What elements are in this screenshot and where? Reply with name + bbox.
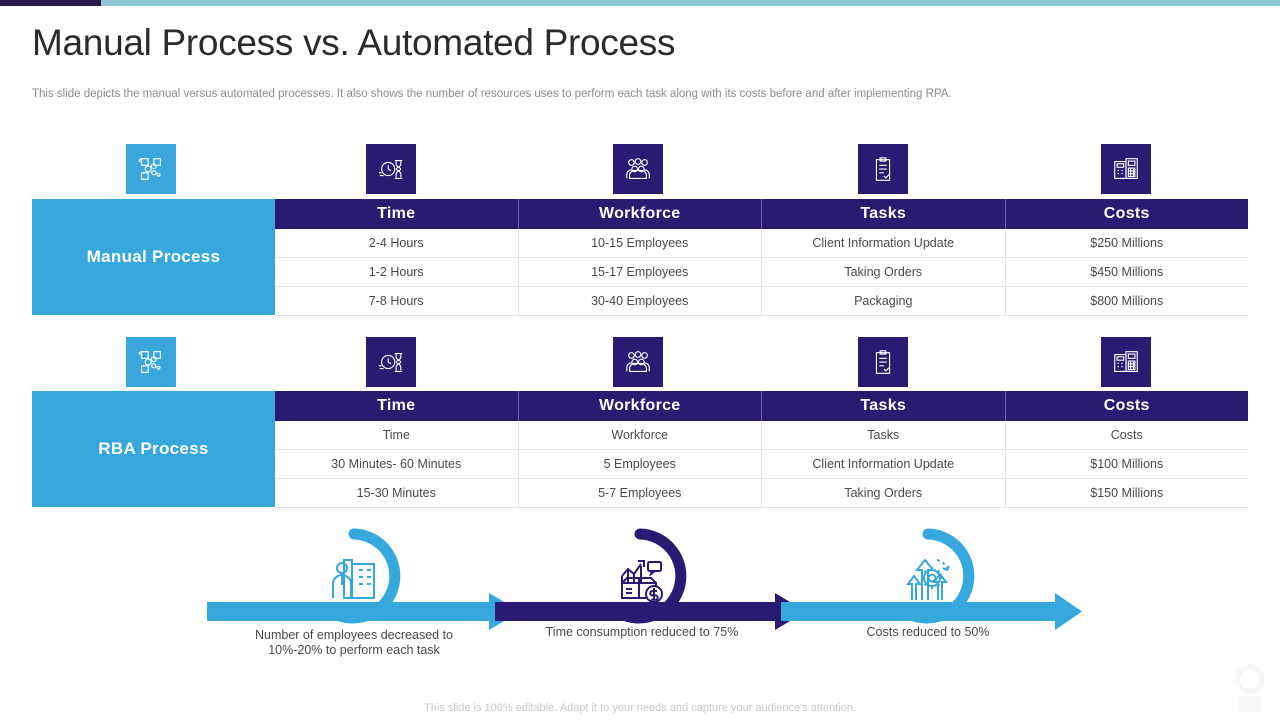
cell-tasks: Tasks xyxy=(762,421,1006,449)
table-row-label-manual: Manual Process xyxy=(32,199,275,315)
employee-building-icon xyxy=(329,528,401,624)
people-group-icon xyxy=(613,337,663,387)
table-row: 7-8 Hours 30-40 Employees Packaging $800… xyxy=(275,287,1248,316)
cell-costs: $250 Millions xyxy=(1090,236,1164,250)
table-row: 30 Minutes- 60 Minutes 5 Employees Clien… xyxy=(275,450,1248,479)
column-header-time: Time xyxy=(275,199,519,229)
clipboard-checklist-icon xyxy=(858,337,908,387)
cell-time: 30 Minutes- 60 Minutes xyxy=(275,450,519,478)
cell-time: 15-30 Minutes xyxy=(275,479,519,507)
table-row: 15-30 Minutes 5-7 Employees Taking Order… xyxy=(275,479,1248,508)
clock-hourglass-icon xyxy=(366,337,416,387)
column-header-tasks: Tasks xyxy=(762,391,1006,421)
people-group-icon xyxy=(613,144,663,194)
clipboard-checklist-icon xyxy=(858,144,908,194)
cell-costs: $150 Millions xyxy=(1090,486,1164,500)
growth-chart-box-dollar-icon xyxy=(615,528,687,624)
arrow-segment-3 xyxy=(781,593,1082,630)
column-header-workforce: Workforce xyxy=(518,391,762,421)
table-header-row-rba: Time Workforce Tasks Costs xyxy=(275,391,1248,421)
column-header-workforce: Workforce xyxy=(518,199,762,229)
page-title: Manual Process vs. Automated Process xyxy=(32,22,676,63)
cell-workforce: Workforce xyxy=(519,421,762,449)
icon-row-rba xyxy=(0,337,1280,387)
table-rba-process: RBA Process Time Workforce Tasks Costs T… xyxy=(32,391,1248,508)
timeline-caption-1: Number of employees decreased to 10%-20%… xyxy=(254,628,454,657)
process-gears-icon xyxy=(126,337,176,387)
column-header-tasks: Tasks xyxy=(762,199,1006,229)
cell-tasks: Taking Orders xyxy=(762,479,1006,507)
table-row: 1-2 Hours 15-17 Employees Taking Orders … xyxy=(275,258,1248,287)
timeline-caption-3: Costs reduced to 50% xyxy=(866,625,990,639)
benefits-timeline: Number of employees decreased to 10%-20%… xyxy=(0,520,1280,670)
column-header-costs: Costs xyxy=(1005,199,1248,229)
cell-costs: $800 Millions xyxy=(1090,294,1164,308)
top-accent-teal-segment xyxy=(101,0,1280,6)
table-manual-process: Manual Process Time Workforce Tasks Cost… xyxy=(32,199,1248,316)
icon-row-manual xyxy=(0,144,1280,194)
cell-workforce: 5-7 Employees xyxy=(519,479,762,507)
cell-tasks: Client Information Update xyxy=(762,450,1006,478)
cell-costs: $450 Millions xyxy=(1090,265,1164,279)
cell-time: 2-4 Hours xyxy=(275,229,519,257)
cell-time: Time xyxy=(275,421,519,449)
cell-time: 1-2 Hours xyxy=(275,258,519,286)
editable-note: This slide is 100% editable. Adapt it to… xyxy=(424,702,856,714)
top-accent-dark-segment xyxy=(0,0,101,6)
cell-workforce: 15-17 Employees xyxy=(519,258,762,286)
cell-workforce: 5 Employees xyxy=(519,450,762,478)
calculator-icon xyxy=(1101,144,1151,194)
table-header-row-manual: Time Workforce Tasks Costs xyxy=(275,199,1248,229)
cell-workforce: 30-40 Employees xyxy=(519,287,762,315)
calculator-icon xyxy=(1101,337,1151,387)
column-header-time: Time xyxy=(275,391,519,421)
column-header-costs: Costs xyxy=(1005,391,1248,421)
cell-costs: Costs xyxy=(1110,428,1143,442)
cell-tasks: Packaging xyxy=(762,287,1006,315)
timeline-caption-2: Time consumption reduced to 75% xyxy=(545,625,739,639)
table-row: Time Workforce Tasks Costs xyxy=(275,421,1248,450)
cell-tasks: Taking Orders xyxy=(762,258,1006,286)
cell-time: 7-8 Hours xyxy=(275,287,519,315)
top-accent-bar xyxy=(0,0,1280,6)
table-row: 2-4 Hours 10-15 Employees Client Informa… xyxy=(275,229,1248,258)
watermark-logo xyxy=(1235,664,1265,712)
cell-costs: $100 Millions xyxy=(1090,457,1164,471)
process-gears-icon xyxy=(126,144,176,194)
page-subtitle: This slide depicts the manual versus aut… xyxy=(32,88,952,100)
cost-reduction-gear-icon xyxy=(903,528,975,624)
table-row-label-rba: RBA Process xyxy=(32,391,275,507)
clock-hourglass-icon xyxy=(366,144,416,194)
cell-workforce: 10-15 Employees xyxy=(519,229,762,257)
cell-tasks: Client Information Update xyxy=(762,229,1006,257)
